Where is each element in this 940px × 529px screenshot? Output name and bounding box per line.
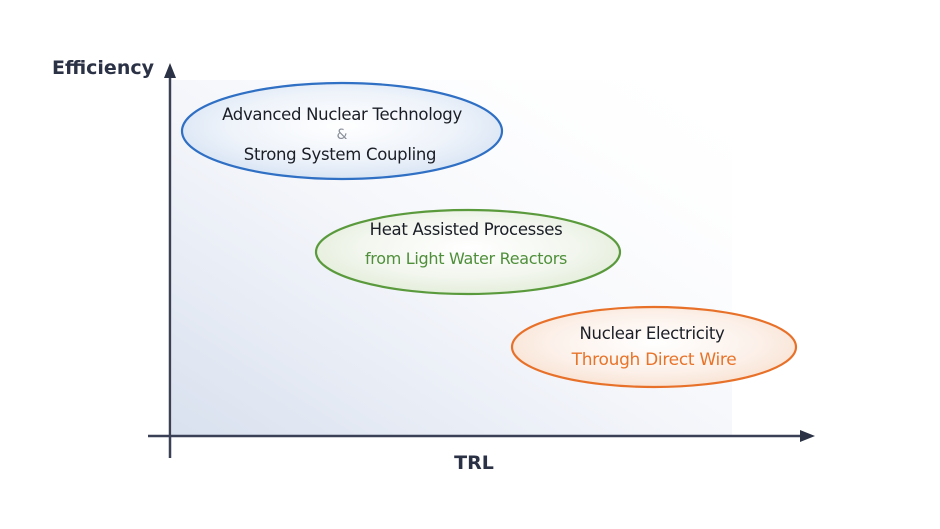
- y-axis-arrowhead: [164, 63, 176, 78]
- region-heat-ellipse: [314, 208, 622, 296]
- region-electricity-ellipse: [510, 305, 798, 389]
- region-advanced-ellipse: [180, 81, 504, 181]
- region-heat-title: Heat Assisted Processes: [369, 220, 563, 239]
- region-heat-subtitle: from Light Water Reactors: [364, 249, 568, 268]
- x-axis-label: TRL: [454, 452, 494, 474]
- region-advanced-connector: &: [336, 127, 348, 143]
- x-axis-arrowhead: [800, 430, 815, 442]
- region-electricity-subtitle: Through Direct Wire: [571, 350, 737, 370]
- region-advanced-title: Advanced Nuclear Technology: [222, 105, 462, 124]
- region-advanced-subtitle: Strong System Coupling: [243, 145, 437, 164]
- region-electricity-title: Nuclear Electricity: [579, 324, 725, 343]
- y-axis-label: Efficiency: [51, 57, 155, 79]
